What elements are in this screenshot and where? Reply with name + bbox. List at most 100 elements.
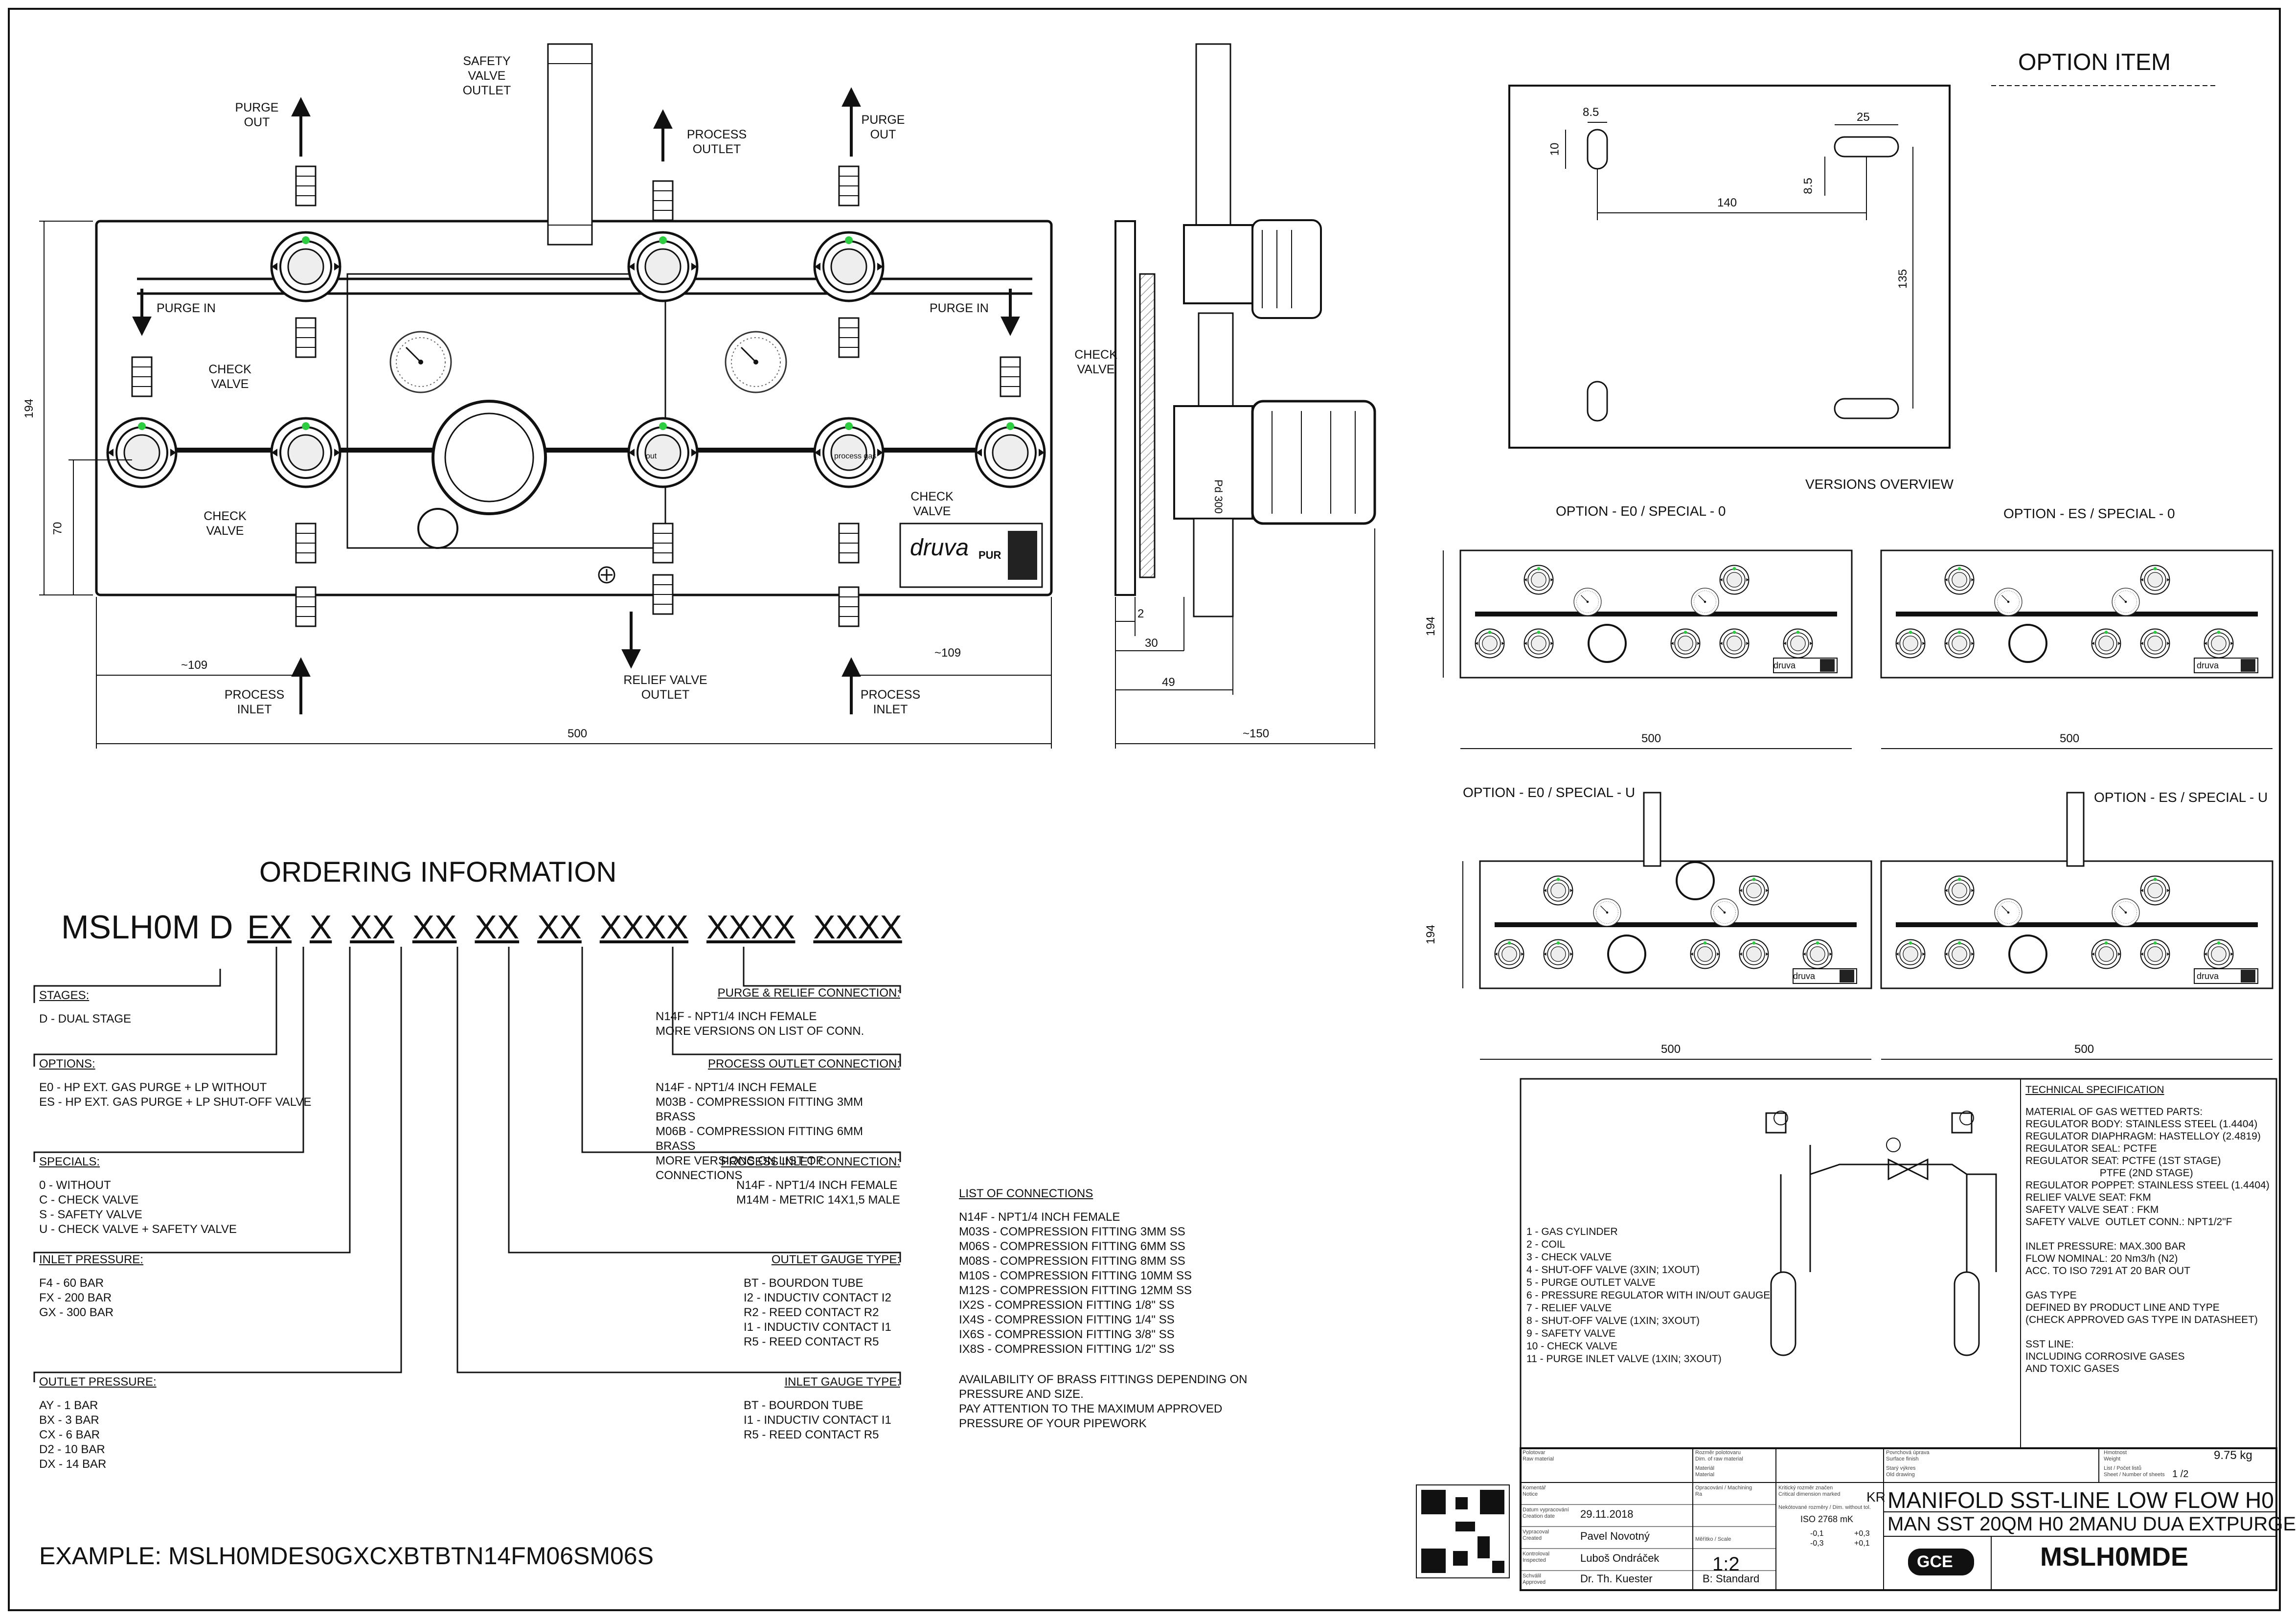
code-proc-out: XXXX xyxy=(706,909,796,946)
tb-label-tolerance: Nekótované rozměry / Dim. without tol. xyxy=(1778,1505,1871,1510)
schematic-legend: 1 - GAS CYLINDER 2 - COIL 3 - CHECK VALV… xyxy=(1526,1226,1770,1366)
safety-valve-outlet-label: SAFETY VALVE OUTLET xyxy=(462,54,511,97)
tb-label-notice: Komentář Notice xyxy=(1523,1485,1546,1497)
options-item: E0 - HP EXT. GAS PURGE + LP WITHOUT xyxy=(39,1081,267,1094)
legend-item: 9 - SAFETY VALVE xyxy=(1526,1328,1616,1339)
code-outlet-gauge: XX xyxy=(537,909,582,946)
purge-relief-block: PURGE & RELIEF CONNECTION: N14F - NPT1/4… xyxy=(656,986,900,1039)
techspec-line: (CHECK APPROVED GAS TYPE IN DATASHEET) xyxy=(2025,1314,2258,1325)
tb-sheet: 1 /2 xyxy=(2172,1469,2189,1480)
purge-relief-heading: PURGE & RELIEF CONNECTION: xyxy=(717,986,900,1000)
legend-item: 6 - PRESSURE REGULATOR WITH IN/OUT GAUGE xyxy=(1526,1290,1771,1301)
inlet-pressure-heading: INLET PRESSURE: xyxy=(39,1253,143,1266)
ordering-leader-lines xyxy=(33,947,901,1385)
dim-10: 10 xyxy=(1548,142,1562,156)
techspec-line xyxy=(2025,1326,2270,1338)
outlet-pressure-item: D2 - 10 BAR xyxy=(39,1443,105,1456)
outlet-gauge-item: I1 - INDUCTIV CONTACT I1 xyxy=(744,1321,891,1334)
brand-logo: druva xyxy=(910,535,969,561)
option-item-bracket xyxy=(1508,85,2216,449)
tb-label-raw: Polotovar Raw material xyxy=(1523,1450,1554,1462)
options-item: ES - HP EXT. GAS PURGE + LP SHUT-OFF VAL… xyxy=(39,1095,312,1109)
code-specials: X xyxy=(309,909,332,946)
option-item-title: OPTION ITEM xyxy=(2018,49,2171,75)
tb-label-approved: Schválil Approved xyxy=(1523,1573,1546,1585)
specials-item: S - SAFETY VALVE xyxy=(39,1208,142,1221)
outlet-gauge-block: OUTLET GAUGE TYPE: BT - BOURDON TUBE I2 … xyxy=(656,1253,900,1349)
tb-title-1: MANIFOLD SST-LINE LOW FLOW H0 xyxy=(1887,1487,2274,1513)
tb-label-critical: Kritický rozměr značen Critical dimensio… xyxy=(1778,1485,1841,1497)
outlet-pressure-heading: OUTLET PRESSURE: xyxy=(39,1375,157,1389)
techspec-line: PTFE (2ND STAGE) xyxy=(2025,1167,2193,1179)
techspec-line: REGULATOR POPPET: STAINLESS STEEL (1.440… xyxy=(2025,1180,2270,1191)
purge-relief-item: N14F - NPT1/4 INCH FEMALE xyxy=(656,1010,817,1023)
stages-block: STAGES: D - DUAL STAGE xyxy=(39,988,131,1026)
connection-item: IX8S - COMPRESSION FITTING 1/2" SS xyxy=(959,1343,1175,1356)
tb-tol-a: -0,1 -0,3 xyxy=(1810,1529,1824,1548)
connections-heading: LIST OF CONNECTIONS xyxy=(959,1187,1093,1200)
connection-item: IX4S - COMPRESSION FITTING 1/4" SS xyxy=(959,1313,1175,1326)
technical-specification: TECHNICAL SPECIFICATION MATERIAL OF GAS … xyxy=(2025,1084,2270,1375)
dim-135: 135 xyxy=(1896,269,1910,289)
dim-8-5-a: 8.5 xyxy=(1583,106,1599,119)
dim-109-right: ~109 xyxy=(934,646,961,660)
techspec-line: AND TOXIC GASES xyxy=(2025,1363,2119,1374)
purge-in-right-label: PURGE IN xyxy=(930,301,989,315)
tb-weight: 9.75 kg xyxy=(2214,1449,2252,1462)
specials-item: 0 - WITHOUT xyxy=(39,1179,111,1192)
code-purge: XXXX xyxy=(813,909,902,946)
connection-item: IX2S - COMPRESSION FITTING 1/8" SS xyxy=(959,1299,1175,1312)
techspec-line: INLET PRESSURE: MAX.300 BAR xyxy=(2025,1241,2186,1252)
process-outlet-item: M06B - COMPRESSION FITTING 6MM BRASS xyxy=(656,1125,864,1153)
specials-block: SPECIALS: 0 - WITHOUT C - CHECK VALVE S … xyxy=(39,1155,237,1237)
dim-version-194-a: 194 xyxy=(1424,616,1438,637)
tb-scale: 1:2 xyxy=(1712,1553,1740,1575)
process-inlet-heading: PROCESS INLET CONNECTION: xyxy=(721,1155,900,1168)
inlet-pressure-block: INLET PRESSURE: F4 - 60 BAR FX - 200 BAR… xyxy=(39,1253,143,1320)
legend-item: 10 - CHECK VALVE xyxy=(1526,1341,1617,1352)
connections-block: LIST OF CONNECTIONS N14F - NPT1/4 INCH F… xyxy=(959,1186,1247,1431)
tb-label-created: Vypracoval Created xyxy=(1523,1529,1549,1541)
connection-item: N14F - NPT1/4 INCH FEMALE xyxy=(959,1210,1120,1224)
inlet-gauge-block: INLET GAUGE TYPE: BT - BOURDON TUBE I1 -… xyxy=(656,1375,900,1442)
dim-version-500-4: 500 xyxy=(2074,1043,2094,1056)
process-outlet-item: M03B - COMPRESSION FITTING 3MM BRASS xyxy=(656,1095,864,1123)
techspec-line: MATERIAL OF GAS WETTED PARTS: xyxy=(2025,1106,2203,1117)
techspec-line: FLOW NOMINAL: 20 Nm3/h (N2) xyxy=(2025,1253,2178,1264)
version-brand-2: druva xyxy=(2197,661,2219,670)
connection-item: M03S - COMPRESSION FITTING 3MM SS xyxy=(959,1225,1185,1238)
dim-height-194: 194 xyxy=(23,398,36,419)
techspec-line: SAFETY VALVE SEAT : FKM xyxy=(2025,1204,2159,1215)
regulator-out-label: out xyxy=(646,452,657,460)
tb-logo: GCE xyxy=(1917,1552,1953,1571)
outlet-pressure-item: AY - 1 BAR xyxy=(39,1399,98,1412)
purge-in-left-label: PURGE IN xyxy=(157,301,216,315)
dim-version-500-3: 500 xyxy=(1661,1043,1681,1056)
tb-label-scale: Měřítko / Scale xyxy=(1695,1536,1731,1542)
dim-109-left: ~109 xyxy=(181,659,208,672)
code-inlet-gauge: XX xyxy=(475,909,520,946)
connection-item: M10S - COMPRESSION FITTING 10MM SS xyxy=(959,1269,1192,1282)
version-e0-0-label: OPTION - E0 / SPECIAL - 0 xyxy=(1556,503,1726,519)
legend-item: 1 - GAS CYLINDER xyxy=(1526,1226,1618,1237)
brand-suffix: PUR xyxy=(978,549,1001,561)
dim-25: 25 xyxy=(1857,111,1870,124)
connection-item: IX6S - COMPRESSION FITTING 3/8" SS xyxy=(959,1328,1175,1341)
outlet-pressure-item: BX - 3 BAR xyxy=(39,1414,99,1427)
purge-out-right-label: PURGE OUT xyxy=(861,113,905,141)
tb-label-creation: Datum vypracování Creation date xyxy=(1523,1507,1569,1519)
tb-label-weight: Hmotnost Weight xyxy=(2104,1450,2127,1462)
legend-item: 5 - PURGE OUTLET VALVE xyxy=(1526,1277,1656,1288)
version-brand-1: druva xyxy=(1773,661,1796,670)
legend-item: 4 - SHUT-OFF VALVE (3XIN; 1XOUT) xyxy=(1526,1264,1700,1276)
example-code: EXAMPLE: MSLH0MDES0GXCXBTBTN14FM06SM06S xyxy=(39,1542,654,1570)
dim-width-500: 500 xyxy=(568,727,588,740)
stages-heading: STAGES: xyxy=(39,989,90,1002)
inlet-gauge-item: R5 - REED CONTACT R5 xyxy=(744,1428,879,1441)
side-view xyxy=(1114,43,1376,749)
process-outlet-heading: PROCESS OUTLET CONNECTION: xyxy=(708,1057,900,1071)
techspec-line: INCLUDING CORROSIVE GASES xyxy=(2025,1351,2185,1362)
techspec-line xyxy=(2025,1277,2270,1289)
legend-item: 8 - SHUT-OFF VALVE (1XIN; 3XOUT) xyxy=(1526,1315,1700,1326)
tb-tolerance: ISO 2768 mK xyxy=(1800,1514,1854,1524)
